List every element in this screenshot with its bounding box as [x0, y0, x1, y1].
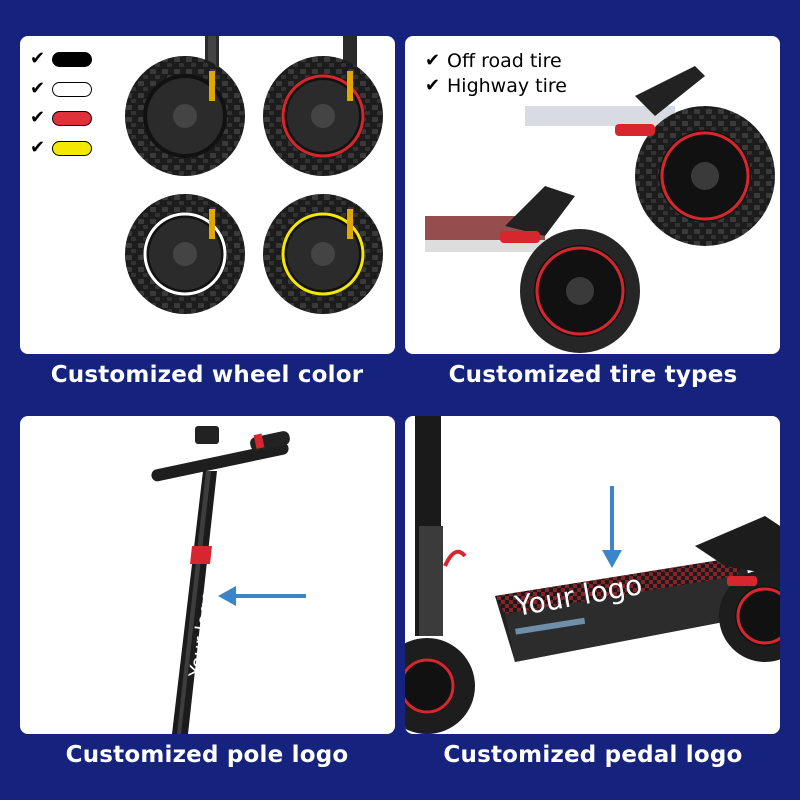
wheel-illustrations [125, 36, 383, 314]
tire-options-list: ✔ Off road tire ✔ Highway tire [425, 48, 567, 98]
wheel-color-panel: ✔ ✔ ✔ ✔ [20, 36, 395, 354]
red-swatch [52, 110, 92, 126]
pole-illustration: Your logo [151, 426, 306, 734]
wheel-white-image [125, 194, 245, 314]
arrow-left-icon [218, 586, 306, 606]
check-icon: ✔ [30, 48, 46, 69]
black-swatch [52, 51, 92, 67]
swatch-option-yellow[interactable]: ✔ [30, 139, 92, 157]
yellow-swatch [52, 140, 92, 156]
wheel-red-image [263, 36, 383, 176]
tire-types-caption: Customized tire types [448, 362, 738, 388]
pole-logo-panel: Your logo [20, 416, 395, 734]
tire-types-panel: ✔ Off road tire ✔ Highway tire [405, 36, 780, 354]
offroad-tire-image [525, 66, 775, 246]
swatch-option-red[interactable]: ✔ [30, 109, 92, 127]
pedal-illustration: Your logo [405, 416, 780, 734]
tire-option-highway[interactable]: ✔ Highway tire [425, 73, 567, 98]
white-swatch [52, 81, 92, 97]
pedal-logo-panel: Your logo [405, 416, 780, 734]
tire-option-label: Off road tire [447, 49, 562, 72]
pole-logo-caption: Customized pole logo [65, 742, 349, 768]
check-icon: ✔ [425, 74, 441, 96]
check-icon: ✔ [425, 49, 441, 71]
swatch-option-white[interactable]: ✔ [30, 80, 92, 98]
tire-option-label: Highway tire [447, 74, 567, 97]
wheel-yellow-image [263, 194, 383, 314]
check-icon: ✔ [30, 78, 46, 99]
tire-option-offroad[interactable]: ✔ Off road tire [425, 48, 567, 73]
wheel-color-caption: Customized wheel color [50, 362, 364, 388]
arrow-down-icon [602, 486, 622, 568]
check-icon: ✔ [30, 107, 46, 128]
wheel-black-image [125, 36, 245, 176]
tire-illustrations [425, 66, 775, 353]
pedal-logo-caption: Customized pedal logo [443, 742, 743, 768]
swatch-option-black[interactable]: ✔ [30, 50, 92, 68]
check-icon: ✔ [30, 137, 46, 158]
highway-tire-image [425, 186, 640, 353]
